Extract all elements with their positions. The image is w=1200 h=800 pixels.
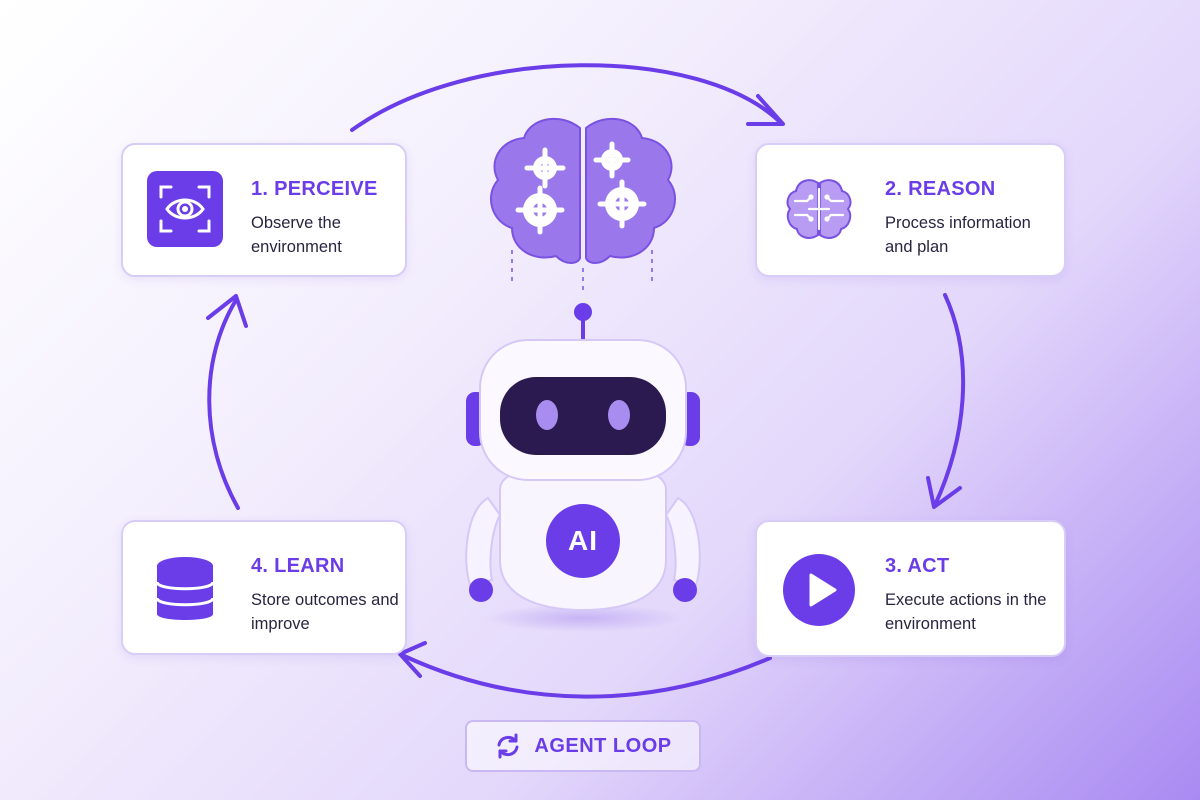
step-title: 4. LEARN [251, 555, 345, 577]
step-description: Store outcomes and improve [251, 591, 399, 633]
step-description: Process information and plan [885, 214, 1031, 256]
step-card-act: 3. ACT Execute actions in the environmen… [755, 520, 1066, 657]
step-title: 3. ACT [885, 555, 950, 577]
brain-gears-icon [489, 118, 677, 292]
brain-circuit-icon [781, 171, 857, 247]
arrow-learn-to-perceive-head [206, 294, 248, 328]
agent-loop-badge: AGENT LOOP [465, 720, 701, 772]
robot-chest-ai-label: AI [568, 525, 598, 556]
arrow-perceive-to-reason [350, 63, 782, 132]
step-title: 2. REASON [885, 178, 996, 200]
eye-scan-icon [147, 171, 223, 247]
arrow-act-to-learn-head [398, 641, 427, 678]
play-icon [781, 552, 857, 628]
arrow-perceive-to-reason-head [746, 94, 785, 126]
step-description: Execute actions in the environment [885, 591, 1047, 633]
step-card-reason: 2. REASON Process information and plan [755, 143, 1066, 277]
step-card-learn: 4. LEARN Store outcomes and improve [121, 520, 407, 655]
arrow-learn-to-perceive [207, 298, 240, 510]
step-title: 1. PERCEIVE [251, 178, 378, 200]
arrow-act-to-learn [400, 653, 772, 699]
arrow-reason-to-act [933, 293, 966, 507]
step-card-perceive: 1. PERCEIVE Observe the environment [121, 143, 407, 277]
robot-illustration [465, 303, 701, 632]
agent-loop-label: AGENT LOOP [534, 734, 672, 757]
step-description: Observe the environment [251, 214, 342, 256]
arrow-reason-to-act-head [926, 476, 962, 509]
database-icon [147, 552, 223, 628]
refresh-icon [497, 733, 519, 759]
